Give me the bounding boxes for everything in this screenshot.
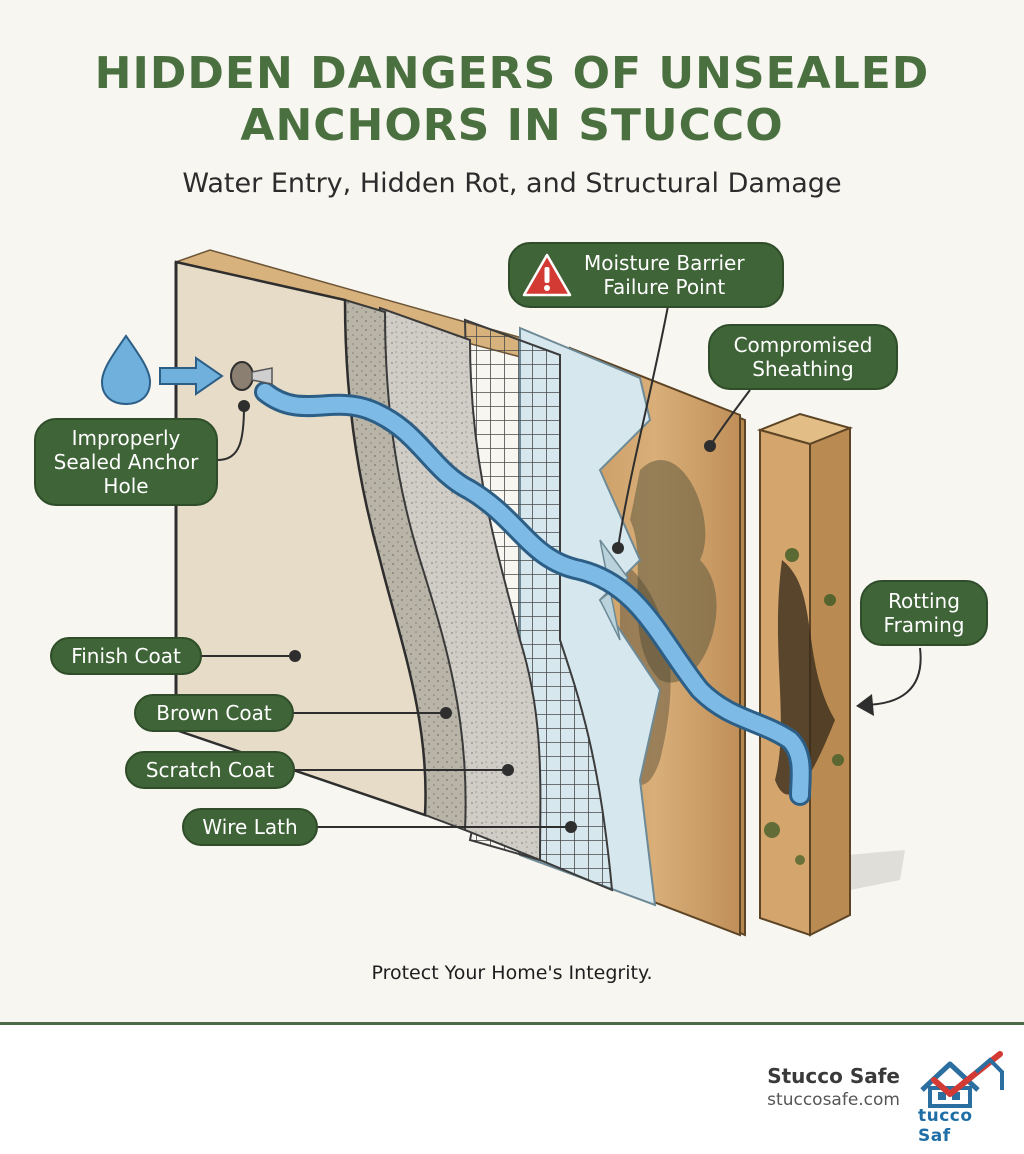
- scratch-coat-label: Scratch Coat: [125, 751, 295, 789]
- framing-line-2: Framing: [883, 613, 965, 637]
- anchor-line-3: Hole: [103, 474, 149, 498]
- title-line-1: HIDDEN DANGERS OF UNSEALED: [94, 48, 930, 99]
- brand-name: Stucco Safe: [767, 1064, 900, 1088]
- tagline: Protect Your Home's Integrity.: [371, 962, 653, 984]
- sheathing-line-1: Compromised: [733, 333, 873, 357]
- page-subtitle: Water Entry, Hidden Rot, and Structural …: [182, 168, 842, 199]
- moisture-barrier-callout: Moisture Barrier Failure Point: [508, 242, 784, 308]
- sheathing-line-2: Sheathing: [752, 357, 854, 381]
- warning-triangle-icon: [522, 253, 572, 297]
- logo-wordmark: tucco Saf: [918, 1106, 973, 1146]
- rotting-stud: [756, 412, 854, 937]
- anchor-line-1: Improperly: [71, 426, 181, 450]
- brown-coat-label: Brown Coat: [134, 694, 294, 732]
- framing-line-1: Rotting: [888, 589, 960, 613]
- anchor-hole-callout: Improperly Sealed Anchor Hole: [34, 418, 218, 506]
- footer-divider: [0, 1022, 1024, 1025]
- finish-coat-label: Finish Coat: [50, 637, 202, 675]
- anchor-line-2: Sealed Anchor: [53, 450, 199, 474]
- leader-lines: [200, 305, 922, 828]
- house-check-logo-icon: [920, 1051, 1004, 1108]
- sheathing-callout: Compromised Sheathing: [708, 324, 898, 390]
- page-title: HIDDEN DANGERS OF UNSEALED ANCHORS IN ST…: [0, 48, 1024, 152]
- arrow-right-icon: [159, 356, 224, 396]
- water-path-fill: [257, 384, 809, 803]
- wall-cross-section-diagram: [100, 249, 922, 937]
- footer: [0, 1025, 1024, 1154]
- brand-url[interactable]: stuccosafe.com: [767, 1090, 900, 1110]
- title-line-2: ANCHORS IN STUCCO: [240, 100, 784, 151]
- moisture-barrier-line-2: Failure Point: [603, 275, 726, 299]
- water-drop-icon: [100, 334, 152, 406]
- framing-arrowhead: [856, 694, 874, 716]
- rotting-framing-callout: Rotting Framing: [860, 580, 988, 646]
- moisture-barrier-line-1: Moisture Barrier: [584, 251, 745, 275]
- wire-lath-label: Wire Lath: [182, 808, 318, 846]
- anchor-screw: [230, 361, 273, 391]
- leader-dots: [238, 400, 716, 833]
